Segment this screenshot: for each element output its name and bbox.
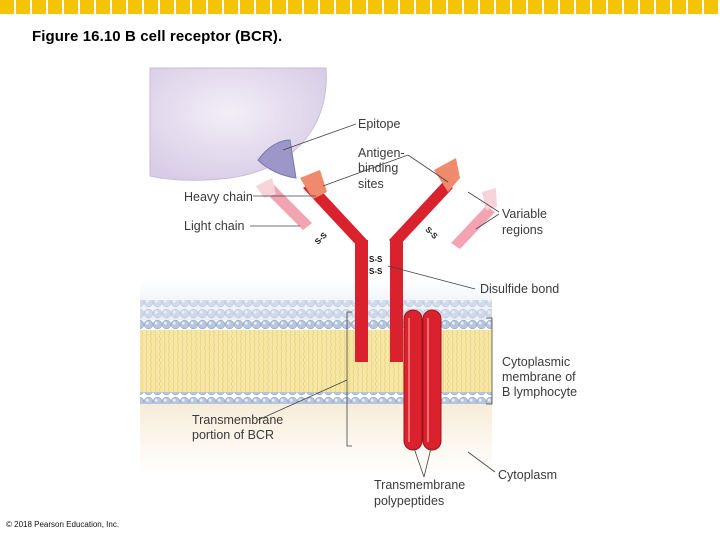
label-membrane-3: B lymphocyte xyxy=(502,385,577,399)
label-heavy-chain: Heavy chain xyxy=(184,190,253,204)
label-cytoplasm: Cytoplasm xyxy=(498,468,557,482)
leader-lines xyxy=(250,123,500,478)
epitope-shape xyxy=(257,139,297,179)
label-antigen-binding-3: sites xyxy=(358,177,384,191)
label-tm-portion-1: Transmembrane xyxy=(192,413,283,427)
copyright-notice: © 2018 Pearson Education, Inc. xyxy=(6,520,120,529)
label-epitope: Epitope xyxy=(358,117,400,131)
label-variable-1: Variable xyxy=(502,207,547,221)
tm-polypeptide-left xyxy=(403,309,423,451)
bcr-molecule: S-S S-S S-S S-S xyxy=(256,158,497,451)
tm-polypeptide-right xyxy=(422,309,442,451)
label-tm-polypeptides-2: polypeptides xyxy=(374,494,444,508)
label-tm-polypeptides-1: Transmembrane xyxy=(374,478,465,492)
disulfide-left-arm: S-S xyxy=(313,230,329,246)
label-antigen-binding-1: Antigen- xyxy=(358,146,405,160)
label-tm-portion-2: portion of BCR xyxy=(192,428,274,442)
accent-bar xyxy=(0,0,720,14)
figure-title: Figure 16.10 B cell receptor (BCR). xyxy=(32,28,283,45)
label-membrane-2: membrane of xyxy=(502,370,576,384)
label-light-chain: Light chain xyxy=(184,219,245,233)
disulfide-hinge-1: S-S xyxy=(369,255,383,264)
disulfide-right-arm: S-S xyxy=(424,225,440,241)
disulfide-hinge-2: S-S xyxy=(369,267,383,276)
label-membrane-1: Cytoplasmic xyxy=(502,355,570,369)
antigen xyxy=(149,67,327,181)
label-antigen-binding-2: binding xyxy=(358,161,398,175)
label-variable-2: regions xyxy=(502,223,543,237)
label-disulfide-bond: Disulfide bond xyxy=(480,282,559,296)
